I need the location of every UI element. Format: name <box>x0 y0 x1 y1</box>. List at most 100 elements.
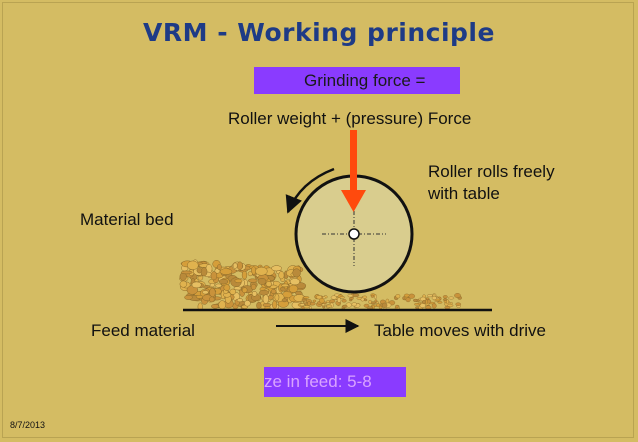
grain <box>442 295 448 299</box>
grain <box>422 300 427 305</box>
grain <box>218 300 226 310</box>
grain <box>232 262 238 269</box>
grain <box>219 268 233 275</box>
grain <box>307 301 311 306</box>
feed-material-label: Feed material <box>91 321 195 340</box>
grain <box>202 290 209 295</box>
grain <box>216 264 222 270</box>
grain <box>184 294 193 300</box>
grain <box>374 299 378 303</box>
grain <box>210 271 218 281</box>
grain <box>316 295 323 300</box>
grain <box>330 295 337 300</box>
grain <box>449 302 453 305</box>
force-formula: Roller weight + (pressure) Force <box>228 109 472 128</box>
slide-date: 8/7/2013 <box>10 420 46 430</box>
grain <box>448 296 455 300</box>
grain <box>378 305 383 309</box>
grain <box>405 297 411 303</box>
grain <box>288 284 299 293</box>
grain <box>366 306 374 310</box>
grain <box>236 261 243 271</box>
grain <box>223 284 231 291</box>
grain <box>431 303 437 309</box>
grain <box>180 270 193 275</box>
grain <box>187 260 199 270</box>
grain <box>179 280 188 288</box>
grain <box>303 296 310 299</box>
grain <box>259 289 269 296</box>
grain <box>241 270 248 280</box>
grain <box>209 296 215 303</box>
roller-center-icon <box>348 228 360 240</box>
grain <box>413 298 418 302</box>
grain <box>191 281 202 289</box>
grain <box>241 287 248 294</box>
feed-size-box: ze in feed: 5-8 <box>264 367 406 397</box>
grain <box>270 288 277 295</box>
grain <box>425 297 430 300</box>
grain <box>403 293 410 298</box>
grain <box>196 267 203 274</box>
grain <box>444 306 451 310</box>
slide-title: VRM - Working principle <box>143 18 495 47</box>
grain <box>229 288 237 295</box>
grain <box>352 293 360 298</box>
grain <box>337 297 342 303</box>
table-motion-label: Table moves with drive <box>374 321 546 340</box>
grinding-force-box: Grinding force = <box>254 67 460 94</box>
grain <box>363 298 368 302</box>
grain <box>209 282 215 288</box>
grain <box>281 298 288 303</box>
grain <box>271 265 282 272</box>
grain <box>437 301 443 304</box>
grain <box>250 283 257 290</box>
material-bed <box>179 259 462 312</box>
grain <box>244 300 251 307</box>
grain <box>312 299 317 303</box>
grain <box>234 278 243 284</box>
grain <box>370 294 375 298</box>
grain <box>278 271 285 280</box>
grain <box>321 303 326 307</box>
grain <box>395 304 399 309</box>
grain <box>281 283 289 288</box>
grain <box>325 300 330 303</box>
grain <box>289 278 300 286</box>
roller-note-line1: Roller rolls freely <box>428 162 555 181</box>
grain <box>339 296 345 299</box>
grain <box>427 294 433 298</box>
grain <box>195 294 204 299</box>
grain <box>292 268 301 278</box>
grain <box>329 299 336 303</box>
grain <box>341 299 347 303</box>
grain <box>342 304 348 308</box>
grain <box>274 293 280 301</box>
roller-note-line2: with table <box>428 184 500 203</box>
grain <box>414 302 420 306</box>
grain <box>256 301 262 310</box>
grain <box>257 277 267 285</box>
grain <box>265 281 272 287</box>
grain <box>218 278 229 285</box>
grain <box>431 296 437 301</box>
grain <box>360 297 365 302</box>
grain <box>262 302 271 308</box>
feed-size-text: ze in feed: 5-8 <box>264 372 372 391</box>
grain <box>368 299 372 304</box>
grain <box>236 298 243 303</box>
grain <box>454 293 461 298</box>
grain <box>381 302 388 308</box>
grain <box>385 298 390 304</box>
grain <box>319 298 325 304</box>
grain <box>446 299 449 305</box>
grain <box>299 303 305 307</box>
grain <box>301 298 307 302</box>
rotation-arrow-icon <box>285 167 335 214</box>
grain <box>262 294 269 304</box>
grain <box>395 294 401 299</box>
grain <box>326 304 333 308</box>
grain <box>349 298 353 302</box>
grain <box>455 302 462 306</box>
